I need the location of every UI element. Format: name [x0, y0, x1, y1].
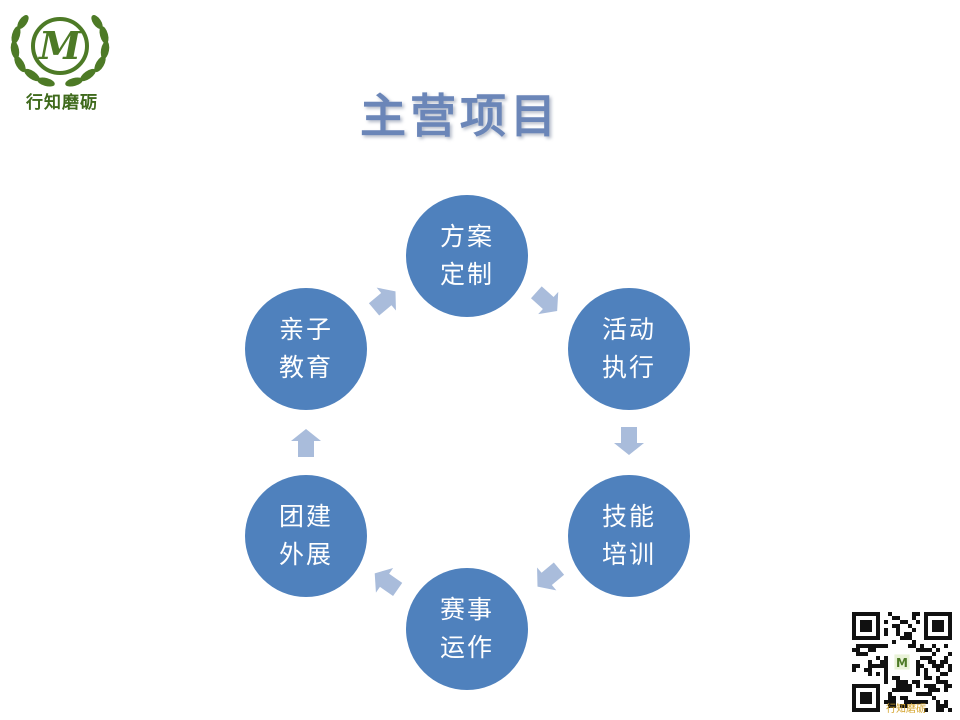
node-line: 赛事: [439, 595, 494, 624]
arrow-6-to-1: [368, 287, 396, 316]
node-line: 培训: [601, 540, 656, 569]
node-line: 亲子: [278, 315, 333, 344]
node-line: 教育: [278, 353, 333, 382]
qr-logo-letter: M: [896, 656, 908, 670]
node-line: 方案: [439, 222, 494, 251]
arrow-4-to-5: [374, 567, 403, 597]
node-plan-customization: 方案 定制: [406, 195, 528, 317]
node-line: 执行: [601, 353, 656, 382]
qr-code-icon: M: [852, 612, 952, 712]
company-logo: M 行知磨砺: [6, 6, 114, 113]
node-team-building: 团建 外展: [245, 475, 367, 597]
node-line: 团建: [278, 502, 333, 531]
node-line: 技能: [601, 502, 656, 531]
arrow-2-to-3: [614, 427, 644, 455]
node-event-execution: 活动 执行: [568, 288, 690, 410]
node-line: 定制: [439, 260, 494, 289]
logo-letter: M: [37, 23, 82, 68]
qr-caption: 行知磨砺: [886, 704, 926, 715]
logo-text: 行知磨砺: [26, 93, 98, 113]
laurel-logo-icon: M: [10, 15, 110, 87]
arrow-5-to-6: [291, 429, 321, 457]
page-title: 主营项目: [360, 89, 560, 143]
node-line: 活动: [601, 315, 656, 344]
node-line: 外展: [278, 540, 333, 569]
arrow-1-to-2: [530, 286, 559, 315]
arrow-3-to-4: [537, 562, 565, 591]
node-line: 运作: [439, 633, 494, 662]
node-parent-child-education: 亲子 教育: [245, 288, 367, 410]
node-skills-training: 技能 培训: [568, 475, 690, 597]
node-competition-operation: 赛事 运作: [406, 568, 528, 690]
